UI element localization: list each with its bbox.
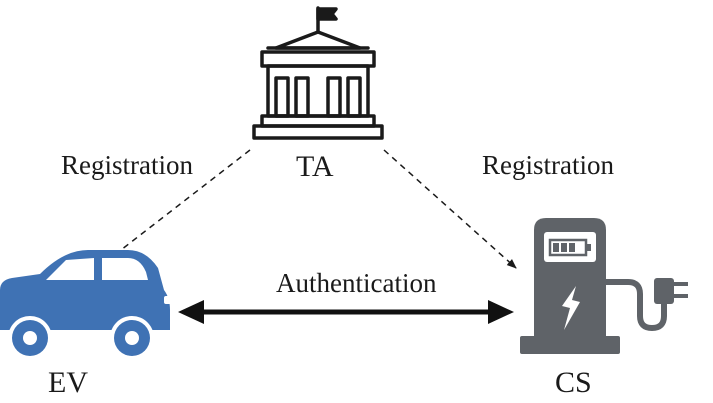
authentication-label: Authentication (276, 268, 437, 298)
registration-arrow-to-cs (383, 149, 517, 269)
registration-label-right: Registration (482, 150, 614, 180)
car-icon (0, 250, 172, 360)
registration-label-left: Registration (61, 150, 193, 180)
registration-arrow-to-ev (107, 149, 251, 261)
ev-label: EV (48, 366, 88, 399)
ta-label: TA (296, 150, 334, 183)
charging-station-icon (520, 218, 688, 354)
government-building-icon (252, 6, 384, 140)
authentication-arrow (178, 300, 514, 324)
cs-label: CS (555, 366, 592, 399)
